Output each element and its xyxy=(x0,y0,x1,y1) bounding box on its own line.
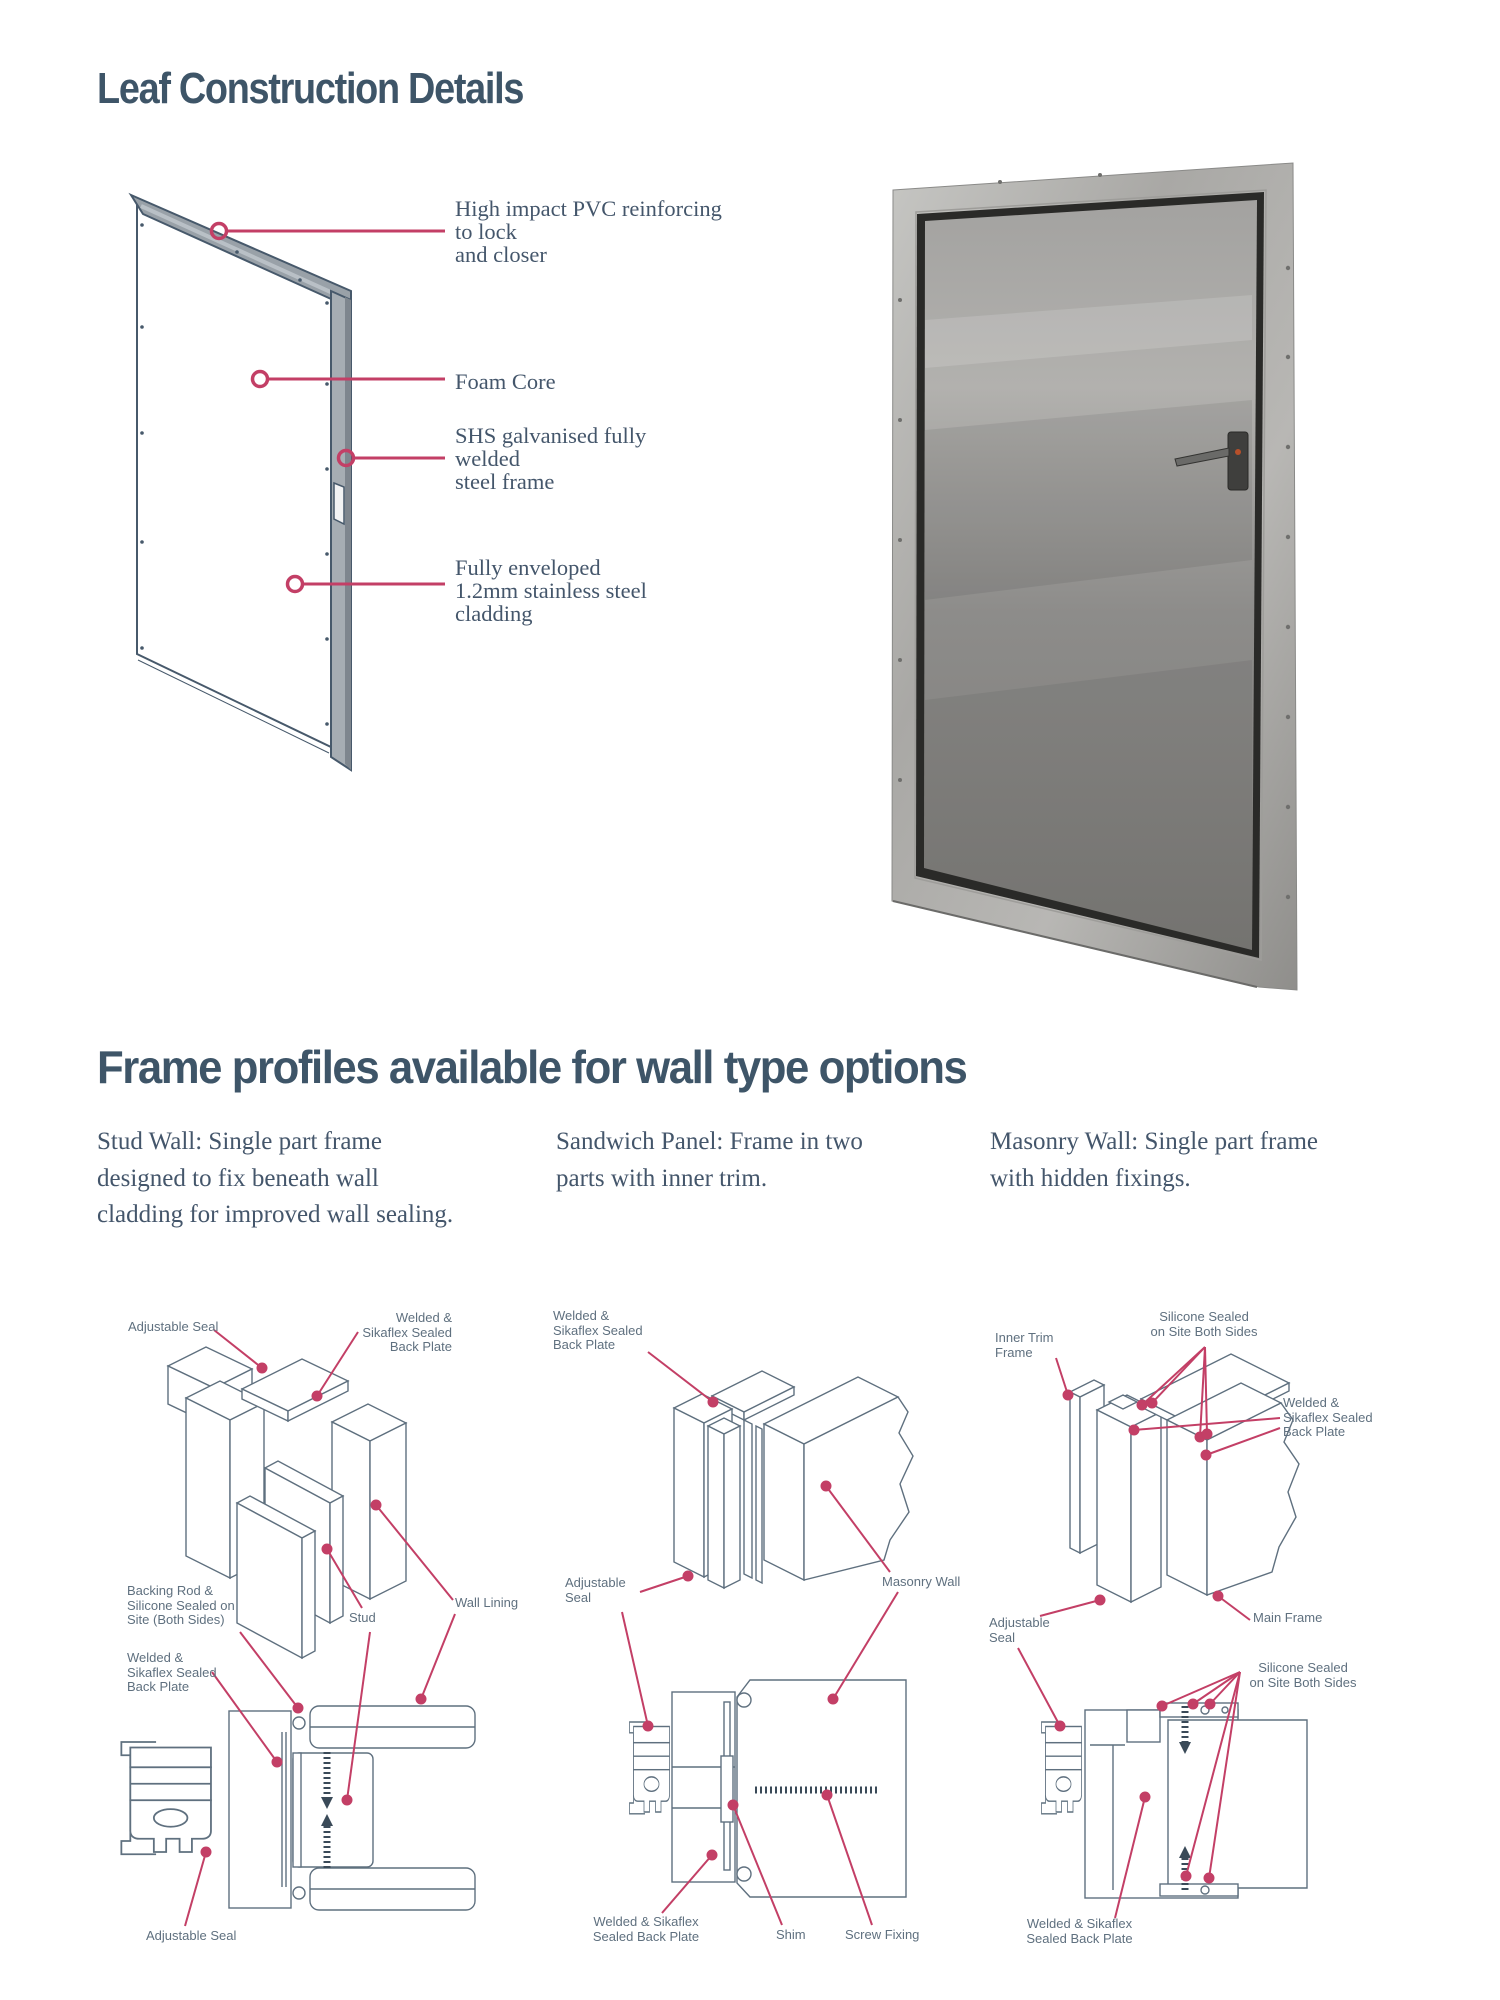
sandwich-label-masonry-wall: Masonry Wall xyxy=(882,1574,961,1589)
wall-type-stud: Stud Wall: Single part frame designed to… xyxy=(97,1128,454,1228)
diagram-sandwich-panel xyxy=(628,1370,914,1898)
masonry-label-back-plate-bottom: Welded & Sikaflex Sealed Back Plate xyxy=(1026,1916,1133,1946)
door-handle xyxy=(1174,431,1249,491)
annotation-pvc-reinforcing: High impact PVC reinforcing to lock and … xyxy=(455,196,722,267)
masonry-label-silicone-sealed-bottom: Silicone Sealed on Site Both Sides xyxy=(1249,1660,1357,1690)
sandwich-label-adjustable-seal: Adjustable Seal xyxy=(565,1575,626,1605)
masonry-label-inner-trim-frame: Inner Trim Frame xyxy=(995,1330,1054,1360)
stud-label-back-plate-bottom: Welded & Sikaflex Sealed Back Plate xyxy=(127,1650,217,1694)
door-photo xyxy=(891,162,1298,991)
stud-label-stud: Stud xyxy=(349,1610,376,1625)
masonry-label-silicone-sealed-top: Silicone Sealed on Site Both Sides xyxy=(1150,1309,1258,1339)
stud-label-adjustable-seal-top: Adjustable Seal xyxy=(128,1319,219,1334)
page-title: Leaf Construction Details xyxy=(97,64,524,113)
sandwich-label-back-plate-top: Welded & Sikaflex Sealed Back Plate xyxy=(553,1308,643,1352)
door-leaf-line-drawing xyxy=(128,192,352,772)
page-bottom-crop xyxy=(1005,1949,1235,2000)
stud-label-backing-rod: Backing Rod & Silicone Sealed on Site (B… xyxy=(127,1583,235,1627)
stud-label-adjustable-seal-bottom: Adjustable Seal xyxy=(146,1928,237,1943)
diagram-stud-wall-leaders xyxy=(184,1329,456,1927)
diagram-stud-wall xyxy=(120,1346,476,1911)
stud-label-wall-lining: Wall Lining xyxy=(455,1595,519,1610)
stud-label-back-plate-top: Welded & Sikaflex Sealed Back Plate xyxy=(362,1310,452,1354)
masonry-label-main-frame: Main Frame xyxy=(1253,1610,1323,1625)
annotation-steel-frame: SHS galvanised fully welded steel frame xyxy=(455,423,647,494)
wall-type-sandwich: Sandwich Panel: Frame in two parts with … xyxy=(556,1128,863,1192)
sandwich-label-screw-fixing: Screw Fixing xyxy=(845,1927,920,1942)
annotation-cladding: Fully enveloped 1.2mm stainless steel cl… xyxy=(455,555,647,626)
masonry-label-back-plate-top: Welded & Sikaflex Sealed Back Plate xyxy=(1283,1395,1373,1439)
annotation-leader-lines xyxy=(209,221,445,594)
annotation-foam-core: Foam Core xyxy=(455,369,556,394)
wall-type-masonry: Masonry Wall: Single part frame with hid… xyxy=(990,1128,1319,1192)
sandwich-label-back-plate-bottom: Welded & Sikaflex Sealed Back Plate xyxy=(592,1914,700,1944)
diagram-sandwich-panel-leaders xyxy=(621,1351,899,1926)
masonry-label-adjustable-seal: Adjustable Seal xyxy=(989,1615,1050,1645)
section-title-frame-profiles: Frame profiles available for wall type o… xyxy=(97,1041,968,1093)
sandwich-label-shim: Shim xyxy=(776,1927,806,1942)
diagram-masonry-wall xyxy=(1040,1353,1308,1899)
diagram-masonry-wall-leaders xyxy=(1017,1346,1281,1919)
